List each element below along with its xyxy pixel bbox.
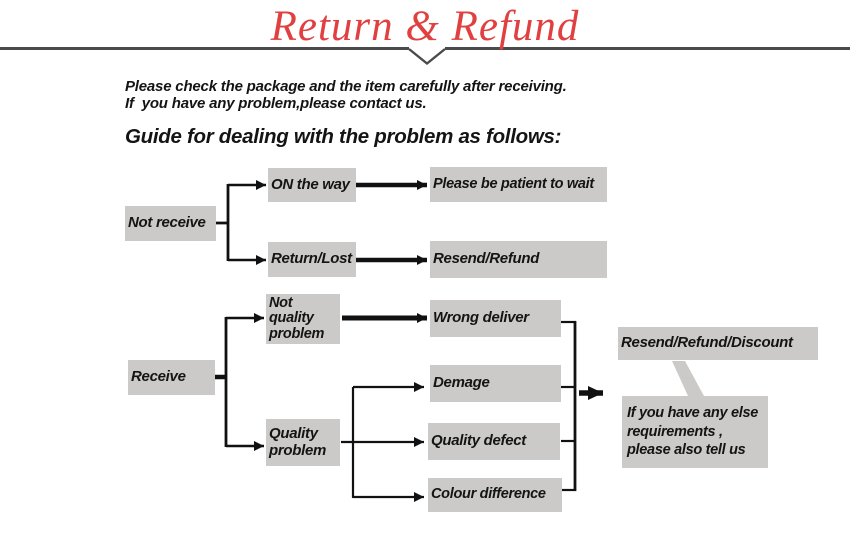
node-return-lost: Return/Lost [268, 242, 356, 277]
node-colour-difference: Colour difference [428, 478, 562, 512]
bubble-tail [672, 361, 704, 396]
node-quality-problem: Quality problem [266, 419, 340, 466]
node-receive: Receive [128, 360, 215, 395]
node-on-the-way: ON the way [268, 168, 356, 202]
intro-line-2: If you have any problem,please contact u… [125, 95, 427, 112]
node-not-quality-problem: Not quality problem [266, 294, 340, 344]
node-resend-refund: Resend/Refund [430, 241, 607, 278]
node-requirements-bubble: If you have any else requirements , plea… [622, 396, 768, 468]
notch-caret-icon [408, 48, 446, 66]
intro-line-1: Please check the package and the item ca… [125, 78, 567, 95]
node-wrong-deliver: Wrong deliver [430, 300, 561, 337]
section-heading: Guide for dealing with the problem as fo… [125, 125, 562, 148]
node-please-be-patient: Please be patient to wait [430, 167, 607, 202]
header-divider [0, 47, 850, 66]
node-resend-refund-discount: Resend/Refund/Discount [618, 327, 818, 360]
page-title: Return & Refund [270, 3, 580, 50]
outcome-collector [561, 320, 603, 492]
node-not-receive: Not receive [125, 206, 216, 241]
not-receive-branch [211, 180, 427, 265]
node-quality-defect: Quality defect [428, 423, 560, 460]
receive-branch [206, 313, 427, 502]
node-demage: Demage [430, 365, 561, 402]
